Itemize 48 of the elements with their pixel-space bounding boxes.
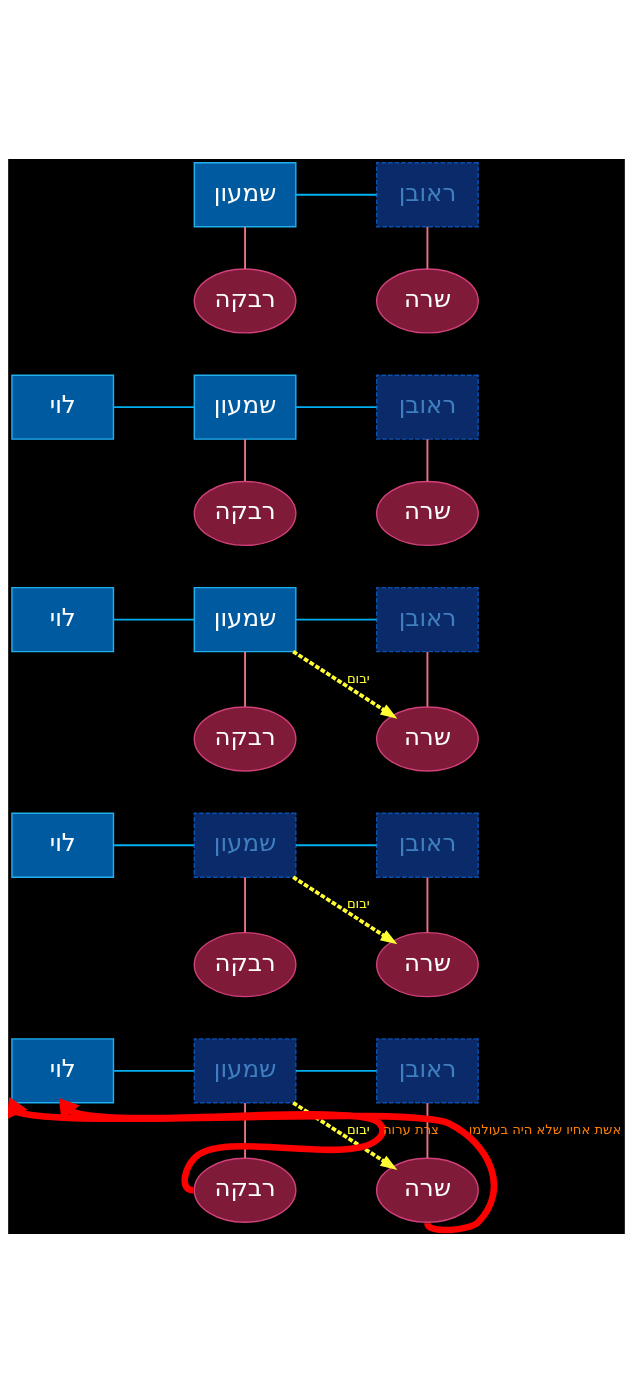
- connector: [112, 844, 196, 847]
- node-ellipse: שרה: [375, 268, 479, 334]
- connector: [295, 618, 378, 621]
- node-ellipse: רבקה: [193, 706, 297, 772]
- node-ellipse: רבקה: [193, 480, 297, 547]
- connector: [112, 618, 196, 621]
- node-box: לוי: [11, 374, 115, 440]
- node-box: לוי: [11, 586, 115, 653]
- connector: [426, 1102, 429, 1159]
- connector: [426, 650, 429, 708]
- node-box: לוי: [11, 1038, 115, 1104]
- connector: [244, 650, 246, 708]
- node-box: שמעון: [193, 812, 297, 878]
- connector: [295, 844, 378, 847]
- edge-label: אשת אחיו שלא היה בעולמו: [468, 1122, 622, 1138]
- node-box: ראובן: [375, 586, 479, 653]
- node-box: לוי: [11, 812, 115, 878]
- node-box: ראובן: [375, 1038, 479, 1104]
- connector: [426, 225, 429, 270]
- node-box: שמעון: [193, 162, 297, 228]
- node-box: ראובן: [375, 162, 479, 228]
- node-ellipse: שרה: [375, 480, 479, 547]
- arrow: [58, 1097, 386, 1194]
- edge-label: יבום: [346, 670, 370, 686]
- edge-label: יבום: [346, 896, 370, 912]
- connector: [295, 406, 378, 409]
- arrow: [292, 650, 398, 719]
- connector: [426, 876, 429, 934]
- arrow: [292, 1101, 398, 1170]
- node-box: שמעון: [193, 374, 297, 440]
- node-ellipse: רבקה: [193, 268, 297, 334]
- node-box: שמעון: [193, 586, 297, 653]
- connector: [244, 438, 246, 483]
- node-ellipse: רבקה: [193, 931, 297, 998]
- arrow: [292, 875, 398, 945]
- connector: [295, 1069, 378, 1072]
- node-box: ראובן: [375, 812, 479, 878]
- node-box: שמעון: [193, 1038, 297, 1104]
- connector: [244, 876, 246, 934]
- connector: [426, 438, 429, 483]
- connector: [244, 225, 246, 270]
- arrow: [8, 1097, 498, 1234]
- connector: [295, 193, 378, 196]
- edge-label: יבום: [346, 1122, 370, 1138]
- node-ellipse: רבקה: [193, 1157, 297, 1223]
- connector: [112, 406, 196, 409]
- connector: [112, 1069, 196, 1072]
- node-box: ראובן: [375, 374, 479, 440]
